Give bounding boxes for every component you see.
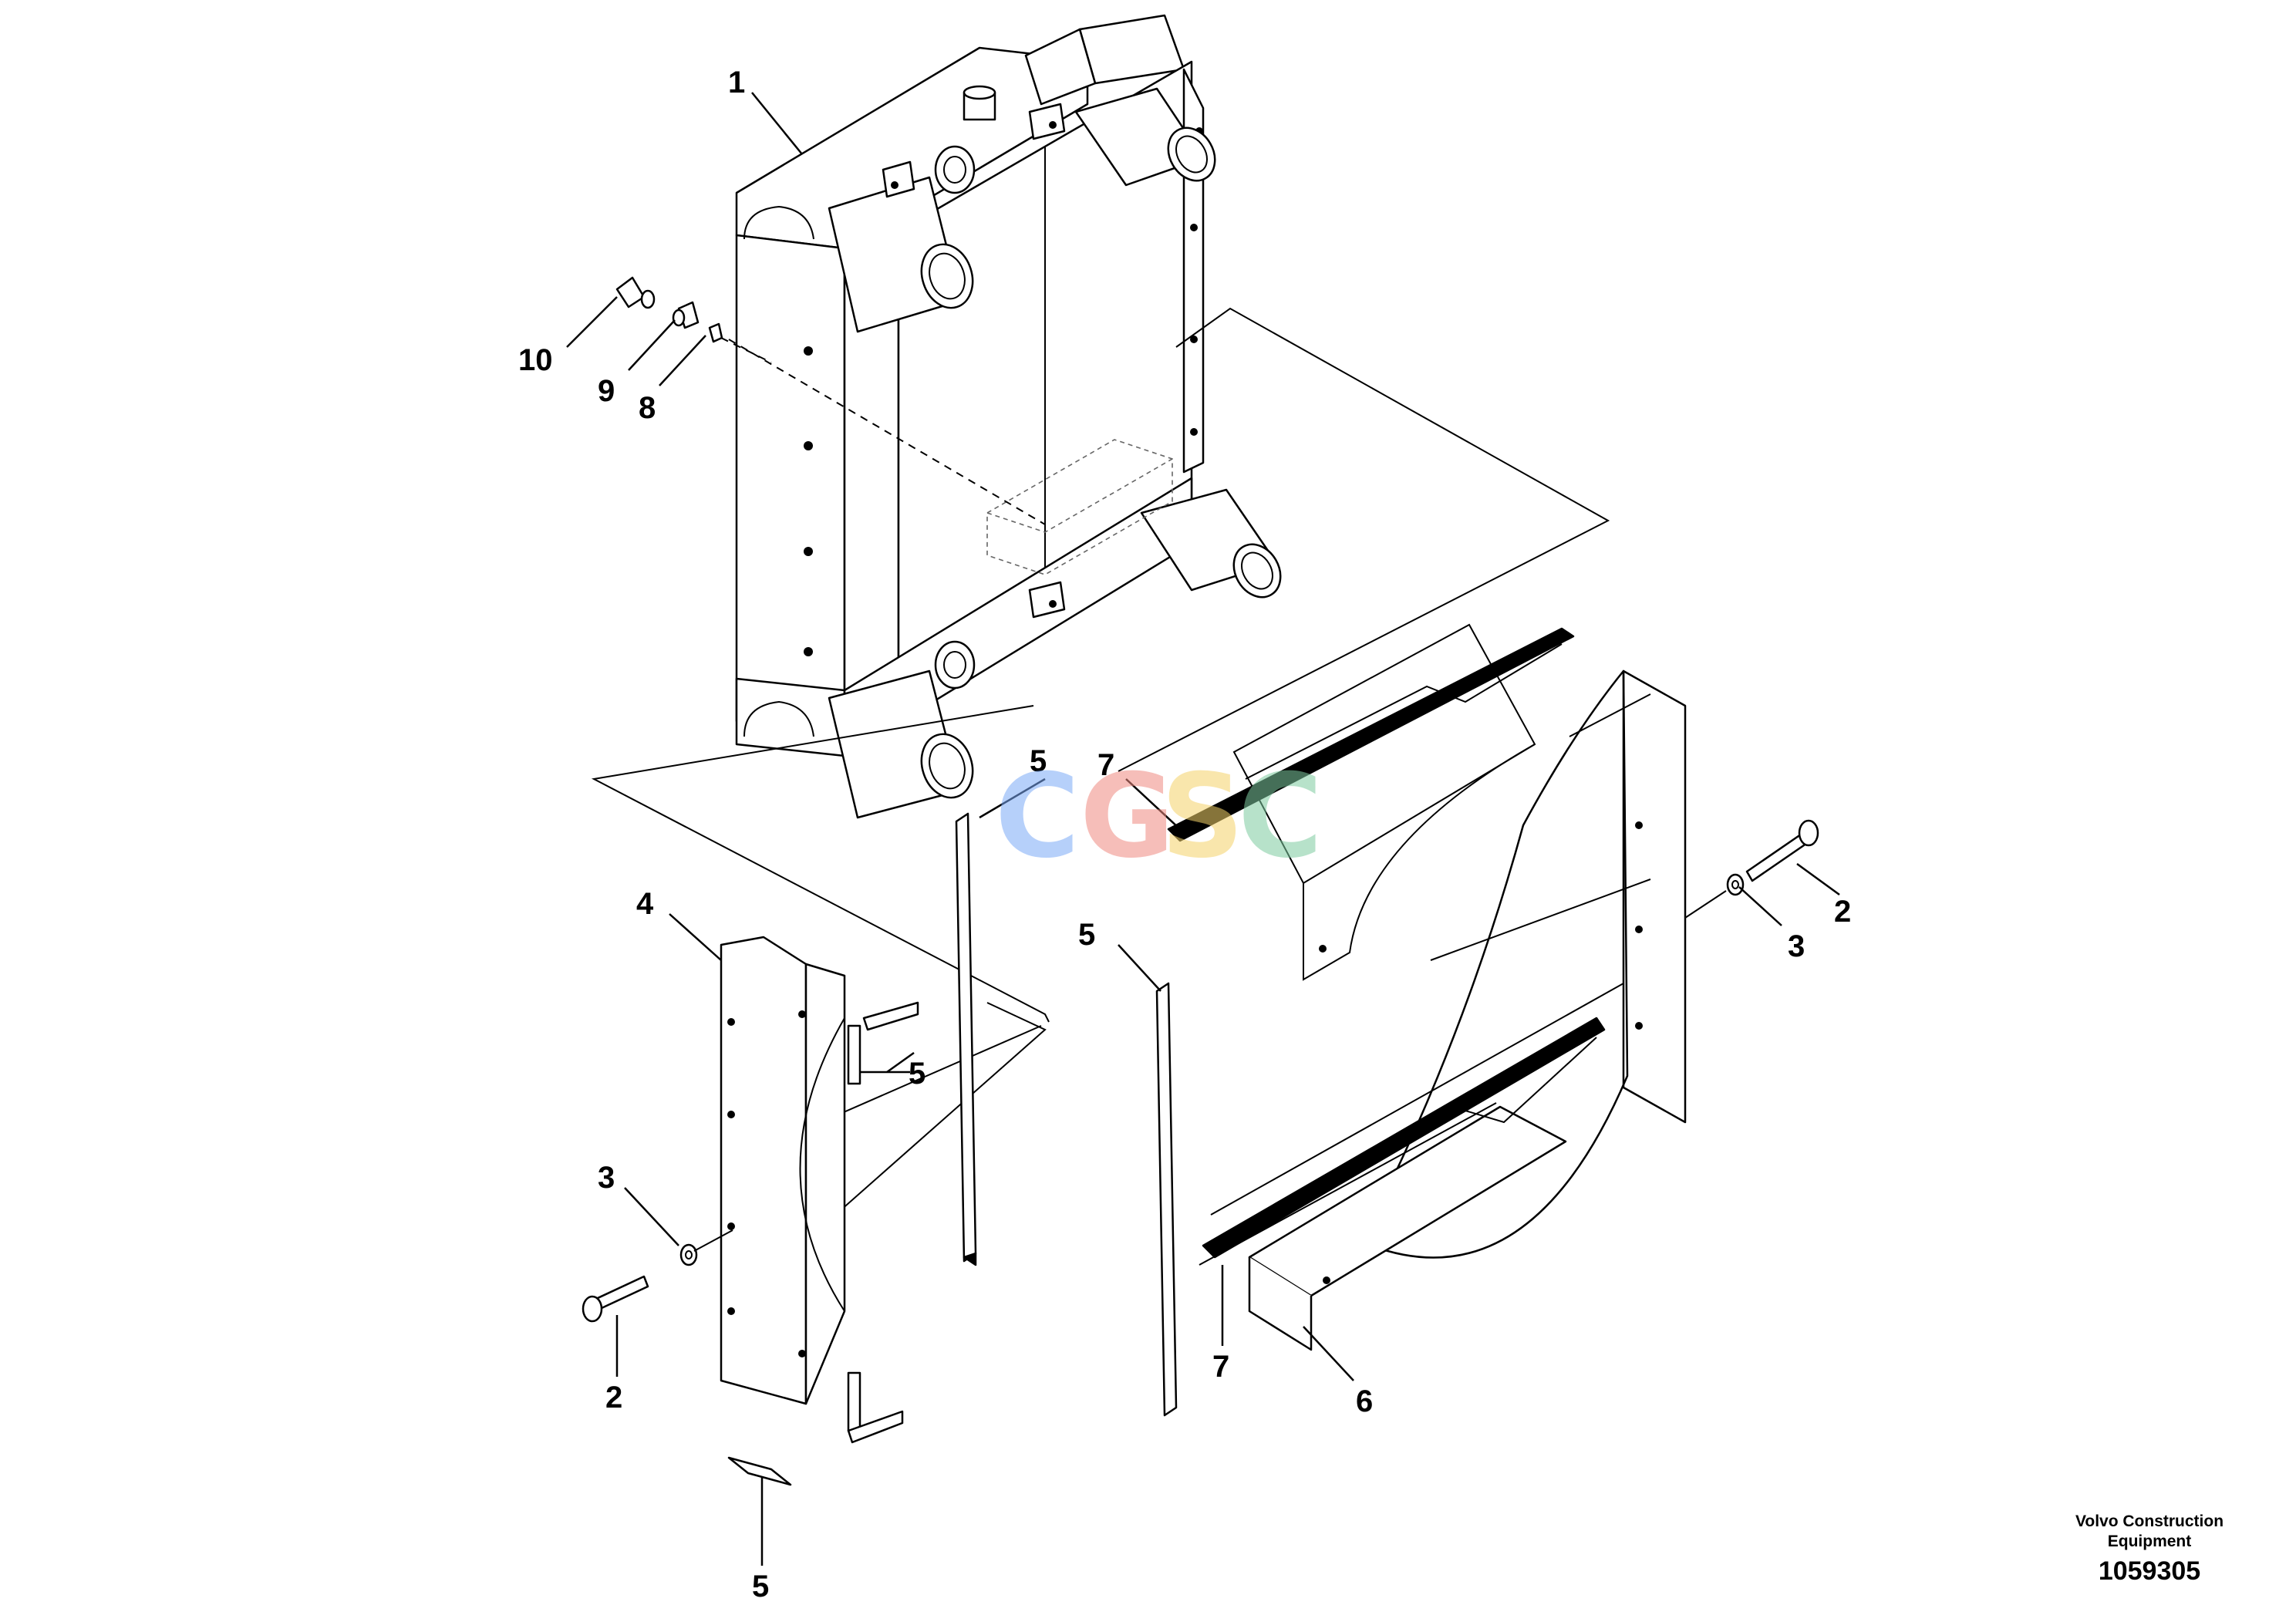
callout-9: 9 <box>598 374 615 408</box>
callout-7-top: 7 <box>1097 748 1114 782</box>
right-fan-shroud <box>1167 623 1687 1351</box>
watermark-letter-3: S <box>1161 750 1244 884</box>
callout-5-middle: 5 <box>1078 918 1095 952</box>
callout-5-bottom: 5 <box>752 1570 769 1603</box>
callout-3-right: 3 <box>1788 929 1805 963</box>
callout-5-top: 5 <box>1030 744 1047 778</box>
fasteners <box>582 276 1819 1323</box>
callout-8: 8 <box>639 391 656 425</box>
leader-lines <box>566 92 1840 1566</box>
company-name-line1: Volvo Construction <box>2075 1512 2224 1530</box>
callout-6: 6 <box>1356 1384 1373 1418</box>
callout-2-left: 2 <box>605 1381 622 1415</box>
company-name-line2: Equipment <box>2107 1533 2192 1550</box>
callout-7-bottom: 7 <box>1212 1350 1229 1384</box>
watermark-letter-2: G <box>1080 750 1175 884</box>
vertical-seal-strips <box>955 812 1178 1417</box>
callout-4: 4 <box>636 887 654 921</box>
drawing-number: 1059305 <box>2098 1556 2201 1586</box>
watermark-letter-1: C <box>995 750 1080 884</box>
company-name: Volvo Construction Equipment <box>2057 1512 2242 1552</box>
callout-5-bracket: 5 <box>909 1057 925 1091</box>
radiator-assembly <box>735 14 1282 819</box>
callout-2-right: 2 <box>1834 895 1851 929</box>
left-shroud-bracket <box>720 936 919 1486</box>
callouts: 1 10 9 8 5 7 4 5 5 3 2 5 2 3 7 6 <box>518 66 1851 1603</box>
watermark-letter-4: C <box>1238 750 1323 884</box>
callout-10: 10 <box>518 343 553 377</box>
callout-3-left: 3 <box>598 1161 615 1195</box>
reference-planes <box>591 307 1610 1235</box>
callout-1: 1 <box>728 66 745 99</box>
watermark: C G S C <box>995 750 1323 884</box>
